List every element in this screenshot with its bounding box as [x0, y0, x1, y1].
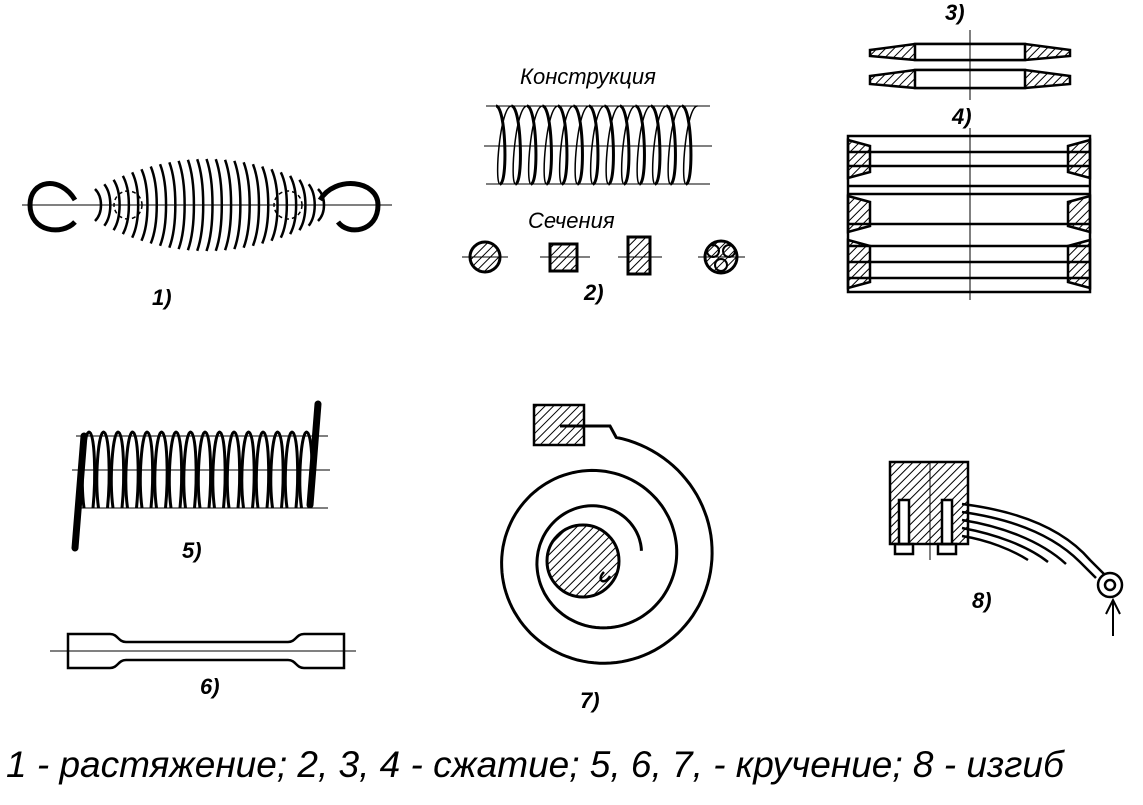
torsion-arm-right [306, 400, 322, 509]
compression-spring-2 [494, 104, 698, 186]
figure-label-1: 1) [152, 285, 172, 310]
load-arrow [1105, 597, 1121, 636]
coil-turn [525, 104, 538, 186]
coil-turn [510, 104, 522, 186]
coil-back [543, 105, 559, 185]
torsion-spring-5 [80, 430, 314, 509]
coil-turn [109, 430, 126, 509]
section-square [540, 242, 590, 273]
coil-back [496, 105, 512, 185]
left-hook [27, 181, 78, 233]
figure-label-4: 4) [951, 104, 972, 129]
coil-turn [603, 104, 615, 186]
subtitle-sections: Сечения [528, 208, 615, 233]
leaf-spring-8 [888, 460, 1124, 599]
coil-back [574, 105, 590, 185]
coil-back [558, 105, 574, 185]
coil-turn [182, 430, 198, 509]
coil-back [651, 105, 667, 185]
right-hook [317, 181, 381, 233]
coil-back [512, 105, 528, 185]
coil-turn [634, 104, 646, 186]
coil-turn [167, 430, 184, 509]
coil-back [667, 105, 683, 185]
coil-turn [138, 430, 155, 509]
coil-turn [240, 430, 256, 509]
coil-turn [153, 430, 169, 509]
section-stranded [698, 239, 745, 275]
figure-label-8: 8) [972, 588, 992, 613]
subtitle-construction: Конструкция [520, 64, 656, 89]
coil-turn [665, 104, 677, 186]
coil-turn [283, 430, 300, 509]
coil-turn [211, 430, 227, 509]
coil-turn [269, 430, 285, 509]
coil-turn [680, 104, 693, 186]
coil-turn [254, 430, 271, 509]
coil-back [605, 105, 621, 185]
figure-label-2: 2) [583, 280, 604, 305]
section-round [462, 240, 508, 274]
torsion-arm-left [71, 432, 88, 552]
coil-back [589, 105, 605, 185]
coil-back [620, 105, 636, 185]
figure-label-6: 6) [200, 674, 220, 699]
coil-turn [225, 430, 242, 509]
coil-turn [618, 104, 631, 186]
figure-label-5: 5) [182, 538, 202, 563]
section-rectangular [618, 235, 662, 276]
coil-turn [494, 104, 507, 186]
figure-label-3: 3) [945, 0, 965, 25]
coil-turn [196, 430, 213, 509]
torsion-bar-6 [50, 632, 356, 670]
coil-back [636, 105, 652, 185]
coil-turn [95, 430, 111, 509]
disc-springs-3 [868, 30, 1072, 100]
ring-spring-stack-4 [846, 128, 1092, 300]
coil-turn [124, 430, 140, 509]
coil-turn [572, 104, 584, 186]
coil-back [527, 105, 543, 185]
coil-turn [587, 104, 600, 186]
diagram-caption: 1 - растяжение; 2, 3, 4 - сжатие; 5, 6, … [6, 744, 1064, 785]
figure-label-7: 7) [580, 688, 600, 713]
coil-back [682, 105, 698, 185]
coil-turn [649, 104, 662, 186]
coil-turn [556, 104, 569, 186]
coil-turn [541, 104, 553, 186]
spiral-spring-7 [500, 403, 714, 665]
